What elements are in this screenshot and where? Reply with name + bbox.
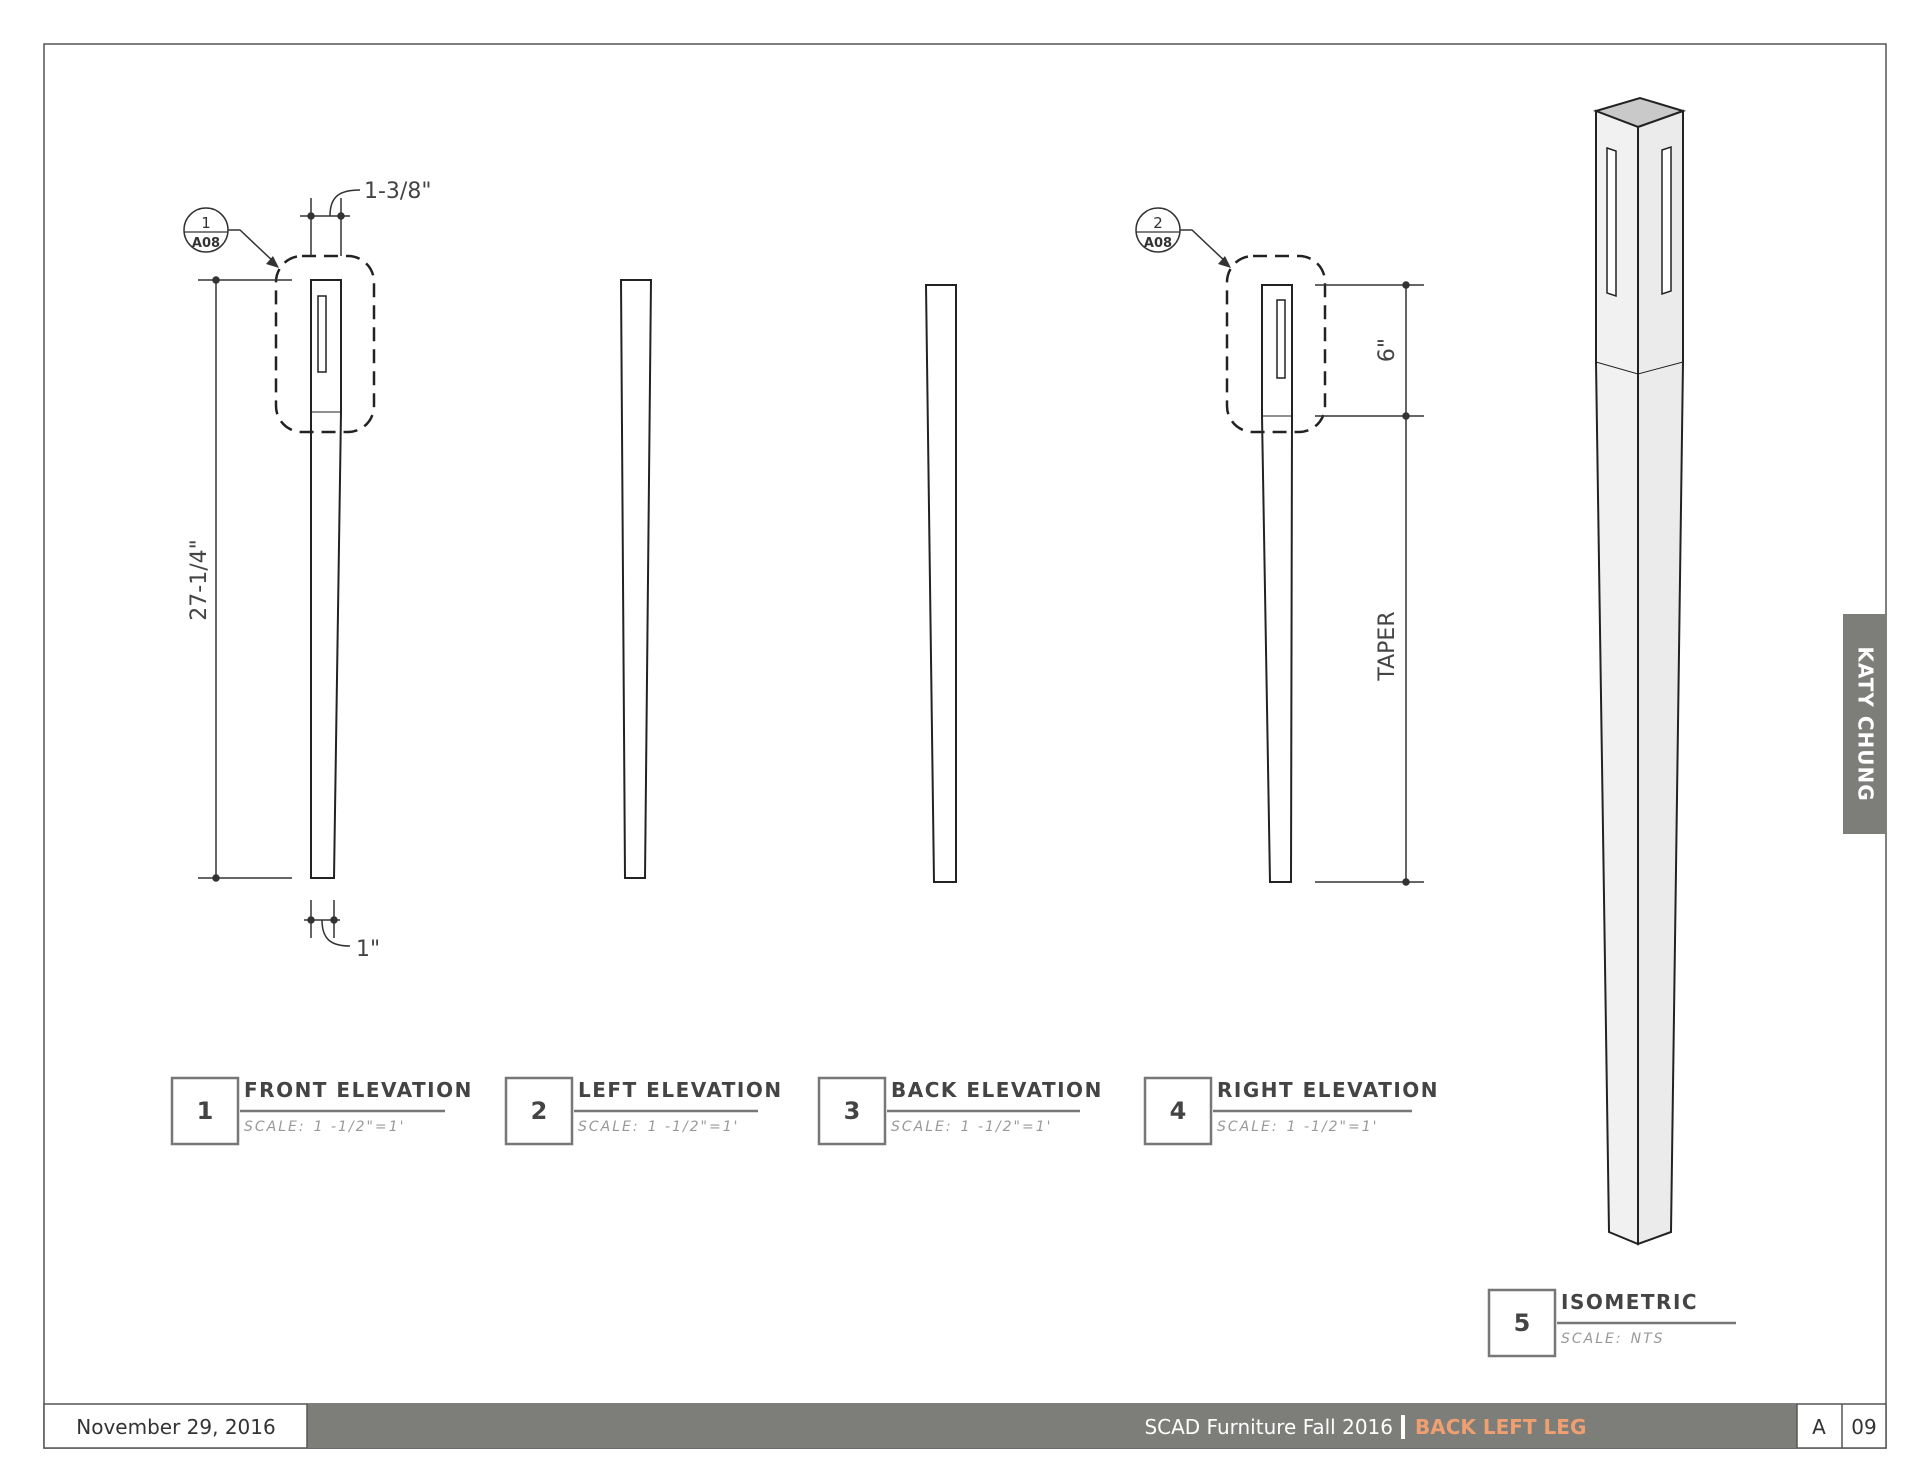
right-taper-label: TAPER (1375, 611, 1400, 681)
front-bottom-dim: 1" (356, 937, 380, 962)
back-elevation-drawing (924, 284, 957, 883)
view-title-3: 3 BACK ELEVATION SCALE: 1 -1/2"=1' (817, 1076, 1103, 1146)
view-3-name: BACK ELEVATION (891, 1078, 1103, 1102)
right-top-dim: 6" (1375, 338, 1400, 362)
iso-left-mortise (1606, 146, 1617, 298)
sheet-title: BACK LEFT LEG (1415, 1415, 1586, 1439)
callout-2-sheet: A08 (1144, 236, 1172, 251)
detail-callout-1[interactable]: 1 A08 (183, 207, 279, 268)
view-5-scale-label: SCALE: (1561, 1331, 1623, 1347)
svg-text:SCALE:NTS: SCALE: NTS (1561, 1331, 1665, 1347)
view-1-number: 1 (197, 1097, 214, 1125)
view-2-name: LEFT ELEVATION (578, 1078, 783, 1102)
front-mortise (317, 295, 327, 373)
callout-1-sheet: A08 (192, 236, 220, 251)
sheet-series: A (1812, 1415, 1826, 1439)
title-separator (1401, 1415, 1405, 1439)
front-dimensions (198, 189, 361, 947)
svg-text:SCALE:1 -1/2"=1': SCALE: 1 -1/2"=1' (244, 1119, 405, 1135)
sheet-number: 09 (1851, 1415, 1876, 1439)
view-title-4: 4 RIGHT ELEVATION SCALE: 1 -1/2"=1' (1143, 1076, 1439, 1146)
designer-side-tab: KATY CHUNG (1843, 614, 1886, 834)
view-title-2: 2 LEFT ELEVATION SCALE: 1 -1/2"=1' (504, 1076, 783, 1146)
left-elevation-drawing (619, 279, 653, 879)
view-1-scale-value: 1 -1/2"=1' (314, 1119, 406, 1135)
iso-right-face (1637, 109, 1684, 1246)
project-name: SCAD Furniture Fall 2016 (1144, 1415, 1393, 1439)
right-elevation-drawing (1225, 254, 1327, 883)
view-2-scale-value: 1 -1/2"=1' (648, 1119, 740, 1135)
front-width-dim: 1-3/8" (364, 179, 431, 204)
view-title-5: 5 ISOMETRIC SCALE: NTS (1487, 1288, 1736, 1358)
view-5-number: 5 (1514, 1309, 1531, 1337)
view-4-scale-value: 1 -1/2"=1' (1287, 1119, 1379, 1135)
iso-right-mortise (1661, 145, 1672, 296)
isometric-drawing (1592, 96, 1687, 1246)
detail-callout-2[interactable]: 2 A08 (1135, 207, 1231, 268)
front-elevation-drawing (274, 254, 376, 879)
svg-text:SCALE:1 -1/2"=1': SCALE: 1 -1/2"=1' (1217, 1119, 1378, 1135)
view-3-scale-value: 1 -1/2"=1' (961, 1119, 1053, 1135)
view-3-number: 3 (844, 1097, 861, 1125)
title-bar (307, 1404, 1797, 1448)
svg-text:SCALE:1 -1/2"=1': SCALE: 1 -1/2"=1' (578, 1119, 739, 1135)
sheet-date: November 29, 2016 (76, 1415, 275, 1439)
right-dimensions (1315, 281, 1424, 886)
title-block: November 29, 2016 SCAD Furniture Fall 20… (43, 1403, 1887, 1449)
view-4-number: 4 (1170, 1097, 1187, 1125)
front-height-dim: 27-1/4" (187, 539, 212, 620)
view-2-scale-label: SCALE: (578, 1119, 640, 1135)
front-detail-boundary (274, 254, 376, 434)
callout-2-number: 2 (1153, 214, 1163, 232)
view-3-scale-label: SCALE: (891, 1119, 953, 1135)
right-detail-boundary (1225, 254, 1327, 434)
view-2-number: 2 (531, 1097, 548, 1125)
right-mortise (1276, 299, 1286, 379)
view-4-scale-label: SCALE: (1217, 1119, 1279, 1135)
iso-left-face (1595, 109, 1639, 1246)
svg-text:SCALE:1 -1/2"=1': SCALE: 1 -1/2"=1' (891, 1119, 1052, 1135)
view-5-name: ISOMETRIC (1561, 1290, 1698, 1314)
view-1-name: FRONT ELEVATION (244, 1078, 473, 1102)
callout-1-number: 1 (201, 214, 211, 232)
view-5-scale-value: NTS (1631, 1331, 1665, 1347)
view-title-1: 1 FRONT ELEVATION SCALE: 1 -1/2"=1' (170, 1076, 473, 1146)
designer-name: KATY CHUNG (1854, 646, 1878, 801)
view-1-scale-label: SCALE: (244, 1119, 306, 1135)
view-4-name: RIGHT ELEVATION (1217, 1078, 1439, 1102)
